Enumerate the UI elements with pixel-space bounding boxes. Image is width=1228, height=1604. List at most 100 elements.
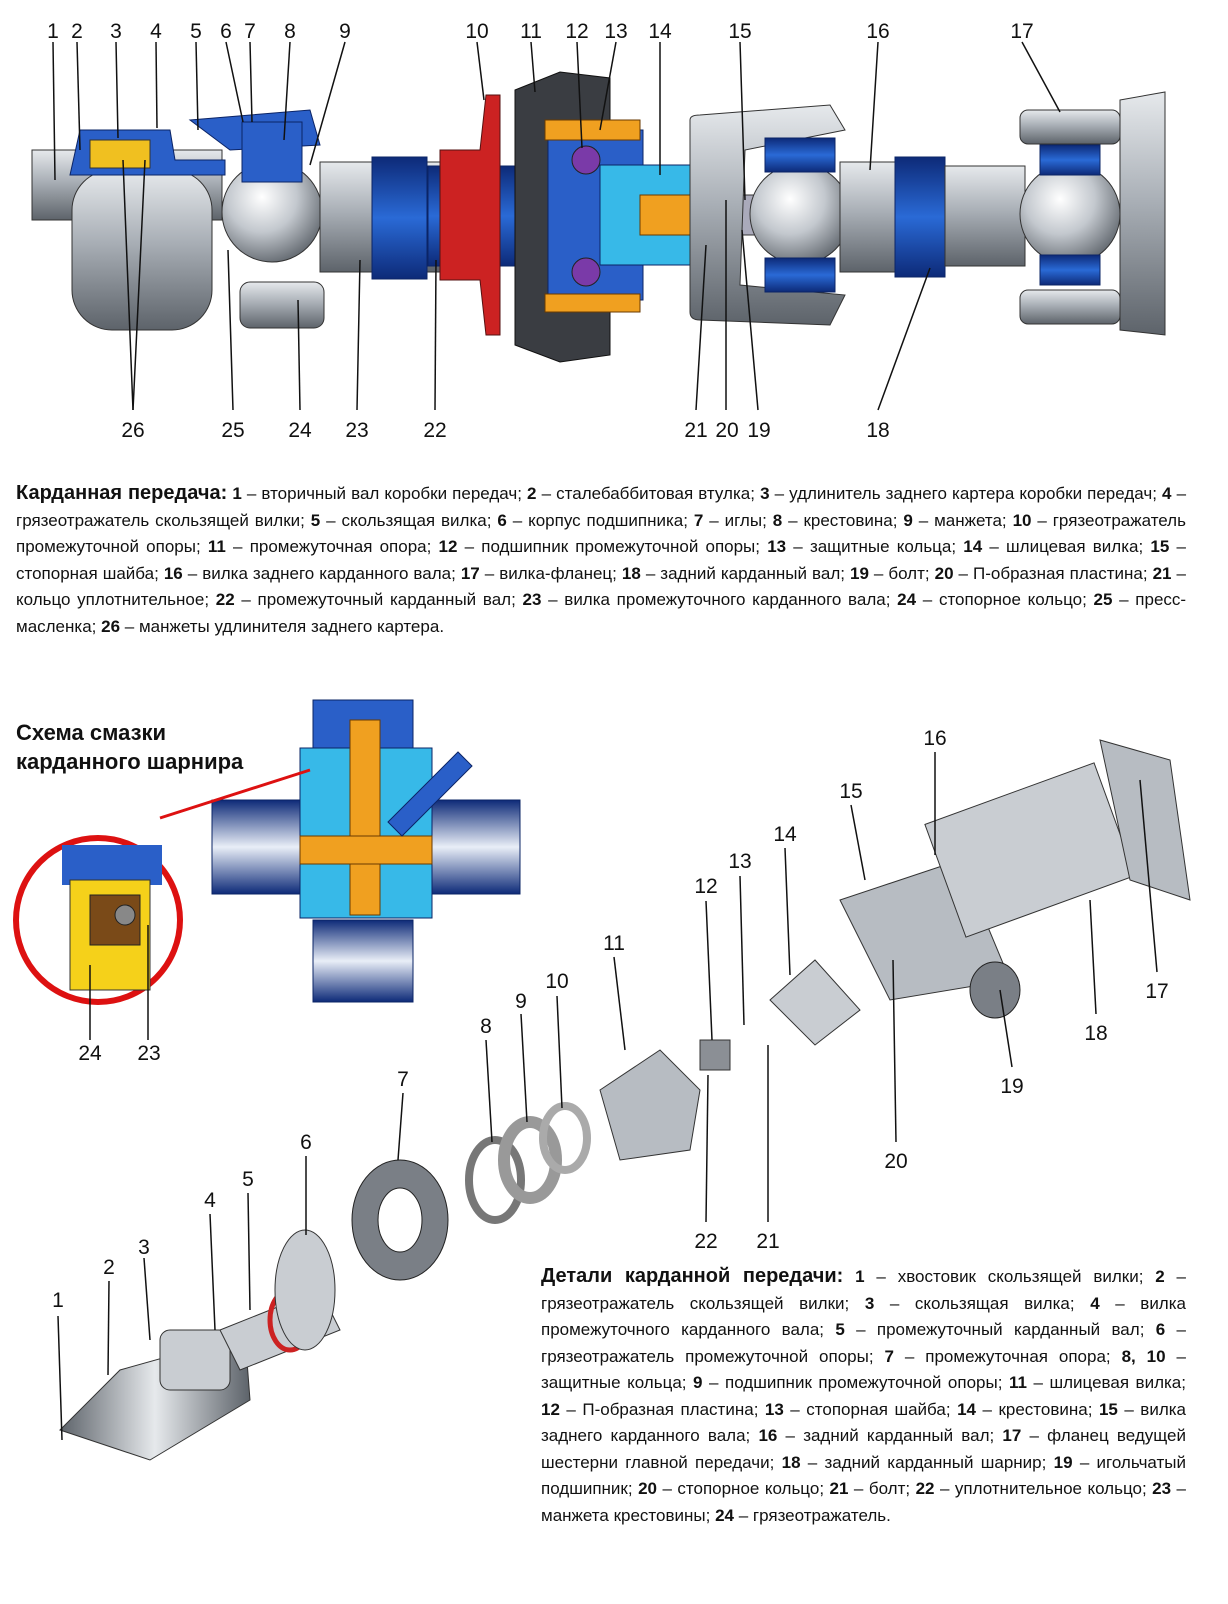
caption1-item-text: кольцо уплотнительное bbox=[16, 590, 205, 609]
exploded-callout-14: 14 bbox=[773, 823, 797, 846]
exploded-callout-22: 22 bbox=[694, 1230, 718, 1253]
callout-8: 8 bbox=[284, 20, 296, 43]
caption1-item-number: 18 bbox=[621, 563, 641, 583]
lube-callout-24: 24 bbox=[78, 1042, 102, 1065]
caption2-item-text: промежуточная опора bbox=[925, 1346, 1106, 1366]
caption1-item-number: 2 bbox=[527, 484, 537, 503]
callout-26: 26 bbox=[121, 419, 145, 442]
caption2-item-number: 19 bbox=[1053, 1452, 1073, 1472]
callout-14: 14 bbox=[648, 20, 672, 43]
leader-lines bbox=[52, 41, 1061, 411]
caption2-item-number: 1 bbox=[855, 1267, 865, 1286]
caption2-item-text: стопорная шайба bbox=[806, 1399, 946, 1419]
callout-20: 20 bbox=[715, 419, 739, 442]
caption1-item-text: крестовина bbox=[803, 510, 893, 530]
caption1-item-text: промежуточная опора bbox=[249, 537, 427, 556]
exploded-callout-7: 7 bbox=[397, 1068, 409, 1091]
caption2-item-text: уплотнительное кольцо bbox=[954, 1479, 1142, 1498]
rear-cardan-shaft bbox=[944, 165, 1026, 267]
caption1-item-number: 6 bbox=[497, 510, 507, 530]
caption2-item-number: 17 bbox=[1002, 1426, 1022, 1445]
exploded-callout-12: 12 bbox=[694, 875, 718, 898]
caption1-item-number: 24 bbox=[897, 590, 917, 609]
assembly-caption: Карданная передача: 1 – вторичный вал ко… bbox=[16, 480, 1186, 640]
caption1-item-number: 7 bbox=[693, 510, 704, 530]
caption1-item-number: 13 bbox=[767, 537, 787, 556]
sliding-yoke-body bbox=[71, 169, 213, 331]
caption2-item-number: 2 bbox=[1155, 1267, 1165, 1286]
caption1-item-text: болт bbox=[888, 563, 925, 583]
caption2-item-text: грязеотражатель bbox=[752, 1505, 887, 1525]
caption2-item-number: 9 bbox=[693, 1373, 703, 1392]
protective-ring-top bbox=[544, 119, 641, 141]
caption1-item-number: 3 bbox=[760, 484, 770, 503]
callout-10: 10 bbox=[465, 20, 489, 43]
caption1-item-number: 5 bbox=[310, 510, 321, 530]
exploded-callout-13: 13 bbox=[728, 850, 752, 873]
caption2-item-text: скользящая вилка bbox=[914, 1293, 1070, 1313]
exploded-callout-1: 1 bbox=[52, 1289, 64, 1312]
caption1-item-number: 11 bbox=[207, 537, 226, 556]
caption2-item-number: 23 bbox=[1152, 1479, 1172, 1498]
callout-25: 25 bbox=[221, 419, 245, 442]
caption2-item-number: 6 bbox=[1155, 1320, 1166, 1339]
flange-cup-top bbox=[1039, 144, 1101, 176]
parts-caption: Детали карданной передачи: 1 – хвостовик… bbox=[541, 1263, 1186, 1529]
support-dirt-deflector bbox=[439, 94, 501, 336]
lube-callout-23: 23 bbox=[137, 1042, 161, 1065]
caption1-item-number: 9 bbox=[903, 510, 913, 530]
caption1-item-number: 21 bbox=[1152, 563, 1172, 583]
rear-cup-bottom bbox=[764, 257, 836, 293]
exploded-callout-16: 16 bbox=[923, 727, 947, 750]
rear-cross-ball bbox=[749, 163, 851, 265]
callout-19: 19 bbox=[747, 419, 771, 442]
caption2-item-number: 21 bbox=[829, 1479, 849, 1498]
assembly-caption-items: 1 – вторичный вал коробки передач; 2 – с… bbox=[16, 484, 1187, 636]
exploded-callout-15: 15 bbox=[839, 780, 863, 803]
lube-title-line-2: карданного шарнира bbox=[16, 749, 244, 774]
caption1-item-text: сталебаббитовая втулка bbox=[556, 484, 751, 503]
exploded-callout-6: 6 bbox=[300, 1131, 312, 1154]
callout-11: 11 bbox=[520, 20, 542, 43]
caption2-item-number: 24 bbox=[715, 1505, 734, 1525]
caption1-item-text: стопорное кольцо bbox=[938, 590, 1083, 609]
rear-shaft-yoke bbox=[839, 161, 901, 273]
caption2-item-text: стопорное кольцо bbox=[677, 1479, 820, 1498]
exploded-callout-4: 4 bbox=[204, 1189, 216, 1212]
caption1-item-number: 23 bbox=[522, 590, 542, 609]
caption1-item-text: пресс-масленка bbox=[16, 590, 1187, 636]
exploded-callout-9: 9 bbox=[515, 990, 527, 1013]
caption1-item-number: 16 bbox=[163, 563, 183, 583]
caption2-item-number: 15 bbox=[1098, 1399, 1118, 1419]
callout-6: 6 bbox=[220, 20, 232, 43]
caption2-item-text: грязеотражатель скользящей вилки bbox=[541, 1293, 845, 1313]
caption2-item-number: 4 bbox=[1090, 1293, 1100, 1313]
caption2-item-text: хвостовик скользящей вилки bbox=[897, 1267, 1139, 1286]
caption1-item-number: 25 bbox=[1093, 590, 1113, 609]
caption1-item-number: 17 bbox=[460, 563, 480, 583]
caption1-item-text: манжеты удлинителя заднего картера bbox=[138, 616, 440, 636]
caption1-item-text: корпус подшипника bbox=[528, 510, 684, 530]
caption1-item-number: 26 bbox=[101, 616, 121, 636]
cardan-assembly-drawing bbox=[31, 41, 1166, 411]
spline-yoke-ears bbox=[689, 104, 846, 326]
flange-ear-bottom bbox=[1019, 289, 1121, 325]
callout-5: 5 bbox=[190, 20, 202, 43]
caption2-item-number: 12 bbox=[541, 1399, 560, 1419]
caption2-item-text: игольчатый подшипник bbox=[541, 1452, 1187, 1499]
caption2-item-text: шлицевая вилка bbox=[1049, 1373, 1182, 1392]
callout-24: 24 bbox=[288, 419, 312, 442]
caption1-item-number: 15 bbox=[1150, 537, 1170, 556]
exploded-callout-3: 3 bbox=[138, 1236, 150, 1259]
shaft-ring bbox=[371, 156, 428, 280]
caption1-item-number: 10 bbox=[1012, 510, 1032, 530]
caption1-item-text: иглы bbox=[724, 510, 763, 530]
caption1-item-text: промежуточный карданный вал bbox=[257, 590, 512, 609]
caption2-item-number: 16 bbox=[758, 1426, 778, 1445]
needle-bearing-cup-bottom bbox=[239, 281, 325, 329]
caption2-item-text: подшипник промежуточной опоры bbox=[725, 1373, 998, 1392]
caption1-item-number: 1 bbox=[232, 484, 242, 503]
protective-ring-bottom bbox=[544, 293, 641, 313]
caption2-item-text: болт bbox=[868, 1479, 906, 1498]
